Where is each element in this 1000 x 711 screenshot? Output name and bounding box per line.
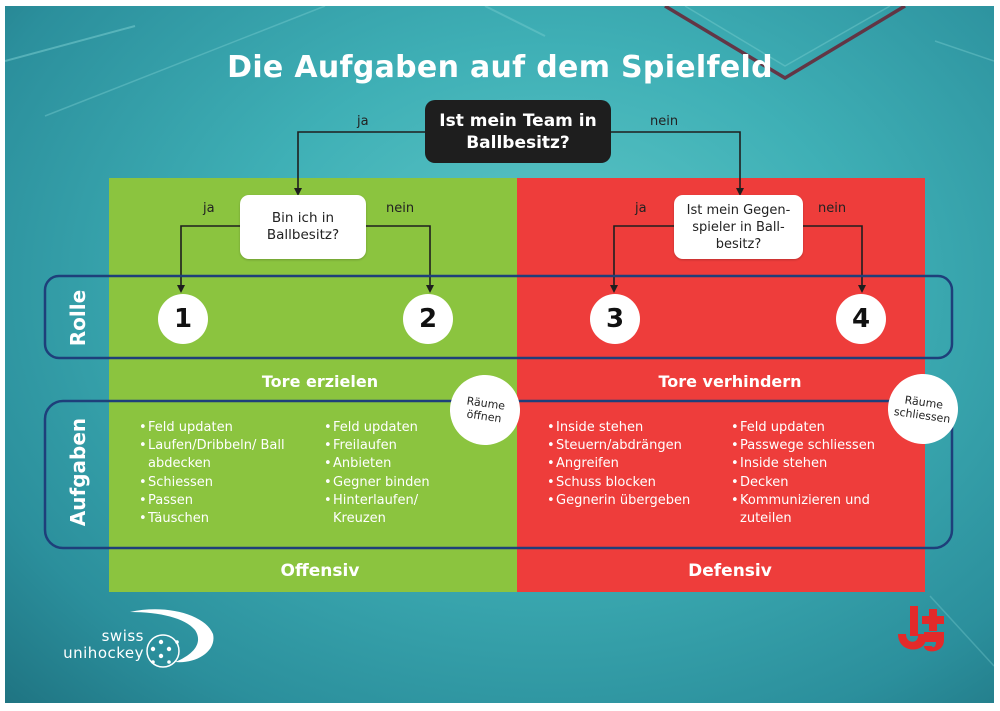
list-item: •Freilaufen — [324, 438, 397, 454]
role-2-circle: 2 — [403, 294, 453, 344]
defense-footer: Defensiv — [688, 561, 772, 581]
offense-footer: Offensiv — [280, 561, 360, 581]
list-item: •Kommunizieren und zuteilen — [731, 492, 870, 527]
row-label-tasks: Aufgaben — [66, 417, 90, 527]
list-item: •Angreifen — [547, 456, 619, 472]
list-item: •Passwege schliessen — [731, 438, 875, 454]
question-opponent-ball-possession: Ist mein Gegen-spieler in Ball-besitz? — [674, 195, 803, 259]
tasks-role-3: •Inside stehen •Steuern/abdrängen •Angre… — [547, 419, 717, 510]
label-yes-offense: ja — [203, 201, 215, 216]
label-no-root: nein — [650, 114, 679, 129]
logo-line-unihockey: unihockey — [63, 644, 144, 662]
logo-line-swiss: swiss — [101, 627, 144, 645]
list-item: •Gegner binden — [324, 474, 430, 490]
list-item: •Feld updaten — [139, 420, 233, 435]
list-item: •Schuss blocken — [547, 474, 656, 490]
role-3-circle: 3 — [590, 294, 640, 344]
list-item: •Steuern/abdrängen — [547, 438, 682, 454]
list-item: •Hinterlaufen/ Kreuzen — [324, 492, 419, 527]
swiss-unihockey-ball-icon — [130, 609, 214, 668]
tasks-role-1: •Feld updaten •Laufen/Dribbeln/ Ball abd… — [139, 419, 289, 528]
list-item: •Anbieten — [324, 456, 392, 472]
list-item: •Passen — [139, 492, 194, 508]
list-item: •Feld updaten — [731, 420, 825, 435]
list-item: •Laufen/Dribbeln/ Ball abdecken — [139, 438, 285, 472]
list-item: •Schiessen — [139, 474, 214, 490]
floor-lines — [5, 6, 994, 667]
list-item: •Inside stehen — [547, 420, 644, 435]
label-yes-root: ja — [357, 114, 369, 129]
label-yes-defense: ja — [635, 201, 647, 216]
question-me-ball-possession: Bin ich in Ballbesitz? — [240, 195, 366, 259]
js-logo-icon — [898, 606, 944, 652]
row-label-role: Rolle — [66, 289, 90, 347]
label-no-defense: nein — [818, 201, 847, 216]
offense-heading: Tore erzielen — [261, 372, 379, 391]
question-team-ball-possession: Ist mein Team in Ballbesitz? — [425, 100, 611, 163]
list-item: •Feld updaten — [324, 420, 418, 435]
tasks-role-4: •Feld updaten •Passwege schliessen •Insi… — [731, 419, 891, 528]
label-no-offense: nein — [386, 201, 415, 216]
list-item: •Decken — [731, 474, 789, 490]
list-item: •Gegnerin übergeben — [547, 492, 691, 508]
swiss-unihockey-logo-text: swiss unihockey — [40, 628, 144, 662]
role-4-circle: 4 — [836, 294, 886, 344]
tasks-role-2: •Feld updaten •Freilaufen •Anbieten •Geg… — [324, 419, 454, 528]
role-1-circle: 1 — [158, 294, 208, 344]
page-title: Die Aufgaben auf dem Spielfeld — [227, 50, 773, 85]
list-item: •Täuschen — [139, 511, 210, 527]
defense-heading: Tore verhindern — [658, 372, 802, 391]
list-item: •Inside stehen — [731, 456, 828, 472]
